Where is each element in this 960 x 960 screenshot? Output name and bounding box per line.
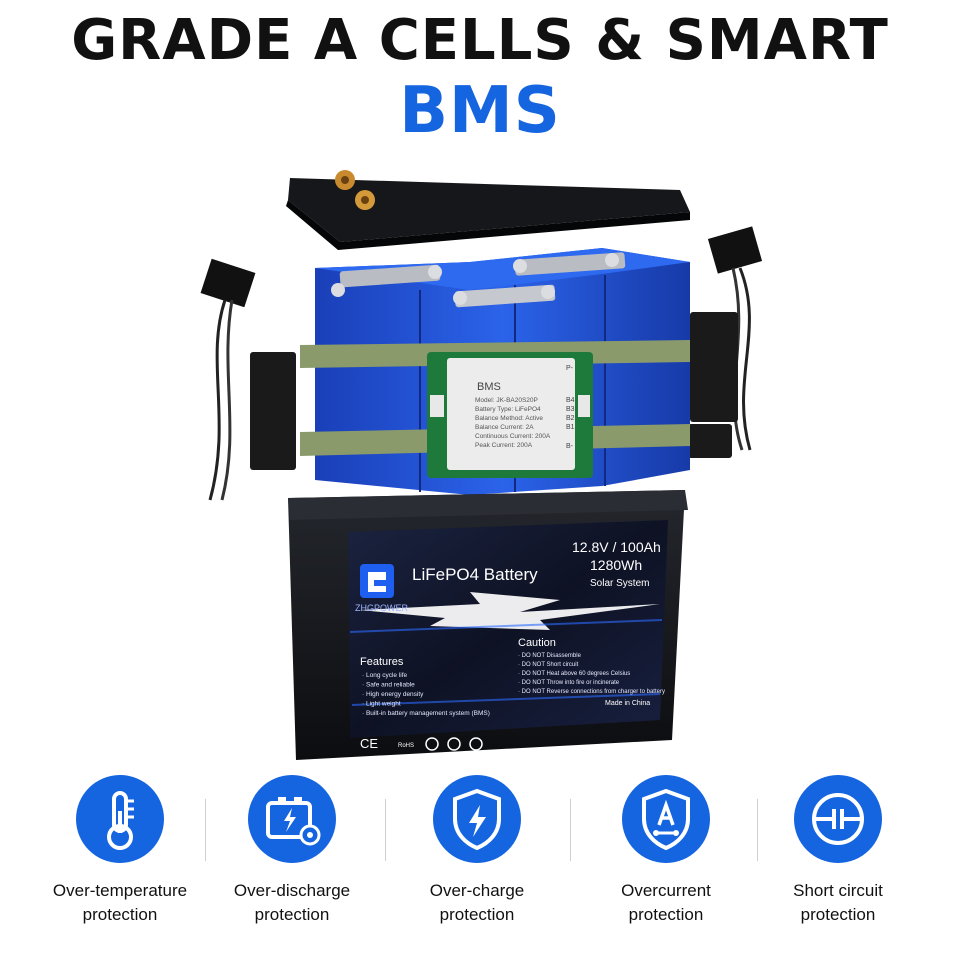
feature-over-discharge: Over-discharge protection bbox=[202, 775, 382, 927]
caution-list: · DO NOT Disassemble · DO NOT Short circu… bbox=[518, 653, 665, 695]
headline-line2: BMS bbox=[399, 74, 561, 148]
exploded-battery-illustration: BMS Model: JK-BA20S20P Battery Type: LiFe… bbox=[0, 160, 960, 770]
feature-label-line2: protection bbox=[800, 905, 876, 924]
caution-list-item: · DO NOT Disassemble bbox=[518, 653, 582, 659]
brand-name: ZHGPOWER bbox=[355, 603, 408, 613]
application: Solar System bbox=[590, 578, 649, 589]
bms-pin-label: B3 bbox=[566, 406, 575, 413]
bms-spec-line: Model: JK-BA20S20P bbox=[475, 397, 538, 404]
caution-list-item: · DO NOT Short circuit bbox=[518, 662, 579, 668]
left-connector bbox=[200, 258, 296, 501]
thermometer-icon bbox=[76, 775, 164, 863]
caution-list-item: · DO NOT Throw into fire or incinerate bbox=[518, 680, 620, 686]
product-name: LiFePO4 Battery bbox=[412, 565, 538, 584]
bms-spec-line: Balance Method: Active bbox=[475, 415, 543, 422]
feature-list-item: · Built-in battery management system (BM… bbox=[362, 710, 490, 717]
cert-mark: RoHS bbox=[398, 743, 414, 749]
feature-label-line1: Over-discharge bbox=[233, 881, 351, 900]
bms-spec-line: Peak Current: 200A bbox=[475, 442, 533, 449]
shield-current-icon bbox=[622, 775, 710, 863]
feature-list-item: · Safe and reliable bbox=[362, 682, 415, 689]
bms-pin-label: B1 bbox=[566, 424, 575, 431]
origin: Made in China bbox=[605, 700, 650, 707]
trash-bin-icon bbox=[447, 737, 461, 751]
feature-label-line1: Short circuit bbox=[793, 881, 883, 900]
voltage-capacity: 12.8V / 100Ah bbox=[572, 539, 661, 555]
feature-label-line2: protection bbox=[82, 905, 158, 924]
certification-marks: CE RoHS bbox=[360, 736, 483, 751]
bms-title: BMS bbox=[477, 381, 501, 393]
divider bbox=[205, 799, 206, 861]
right-connector bbox=[688, 226, 763, 458]
caution-title: Caution bbox=[518, 637, 556, 649]
battery-discharge-icon bbox=[248, 775, 336, 863]
energy: 1280Wh bbox=[590, 557, 642, 573]
protection-features: Over-temperature protection Over-dischar… bbox=[0, 775, 960, 955]
shield-bolt-icon bbox=[433, 775, 521, 863]
divider bbox=[385, 799, 386, 861]
feature-over-charge: Over-charge protection bbox=[387, 775, 567, 927]
feature-list-item: · Light weight bbox=[362, 701, 401, 708]
battery-lid bbox=[286, 170, 690, 250]
recycle-icon bbox=[425, 737, 439, 751]
bms-pin-label: P- bbox=[566, 365, 574, 372]
bms-pin-label: B- bbox=[566, 443, 574, 450]
feature-label-line1: Overcurrent bbox=[621, 881, 711, 900]
feature-label-line2: protection bbox=[628, 905, 704, 924]
features-title: Features bbox=[360, 656, 404, 668]
bms-pin-label: B4 bbox=[566, 397, 575, 404]
feature-label-line1: Over-temperature bbox=[52, 881, 188, 900]
caution-list-item: · DO NOT Reverse connections from charge… bbox=[518, 689, 665, 695]
divider bbox=[570, 799, 571, 861]
headline-line1: GRADE A CELLS & SMART bbox=[71, 8, 889, 73]
cert-mark: CE bbox=[360, 736, 378, 751]
battery-case: ZHGPOWER LiFePO4 Battery 12.8V / 100Ah 1… bbox=[288, 490, 688, 760]
bms-spec-line: Balance Current: 2A bbox=[475, 424, 534, 431]
cell-pack bbox=[300, 248, 690, 495]
feature-label-line2: protection bbox=[439, 905, 515, 924]
caution-list-item: · DO NOT Heat above 60 degrees Celsius bbox=[518, 671, 630, 677]
feature-short-circuit: Short circuit protection bbox=[748, 775, 928, 927]
brand-logo-icon bbox=[360, 564, 394, 598]
short-circuit-icon bbox=[794, 775, 882, 863]
bms-board: BMS Model: JK-BA20S20P Battery Type: LiFe… bbox=[427, 352, 593, 478]
feature-overcurrent: Overcurrent protection bbox=[576, 775, 756, 927]
bms-spec-line: Continuous Current: 200A bbox=[475, 433, 551, 440]
feature-list-item: · Long cycle life bbox=[362, 672, 408, 679]
divider bbox=[757, 799, 758, 861]
feature-list: · Long cycle life · Safe and reliable · Hi… bbox=[362, 672, 490, 717]
bms-specs: Model: JK-BA20S20P Battery Type: LiFePO4B… bbox=[475, 397, 551, 449]
feature-label-line1: Over-charge bbox=[429, 881, 525, 900]
feature-label-line2: protection bbox=[254, 905, 330, 924]
warning-icon bbox=[469, 737, 483, 751]
feature-list-item: · High energy density bbox=[362, 691, 424, 698]
bms-pin-label: B2 bbox=[566, 415, 575, 422]
bms-spec-line: Battery Type: LiFePO4 bbox=[475, 406, 541, 413]
feature-over-temperature: Over-temperature protection bbox=[30, 775, 210, 927]
